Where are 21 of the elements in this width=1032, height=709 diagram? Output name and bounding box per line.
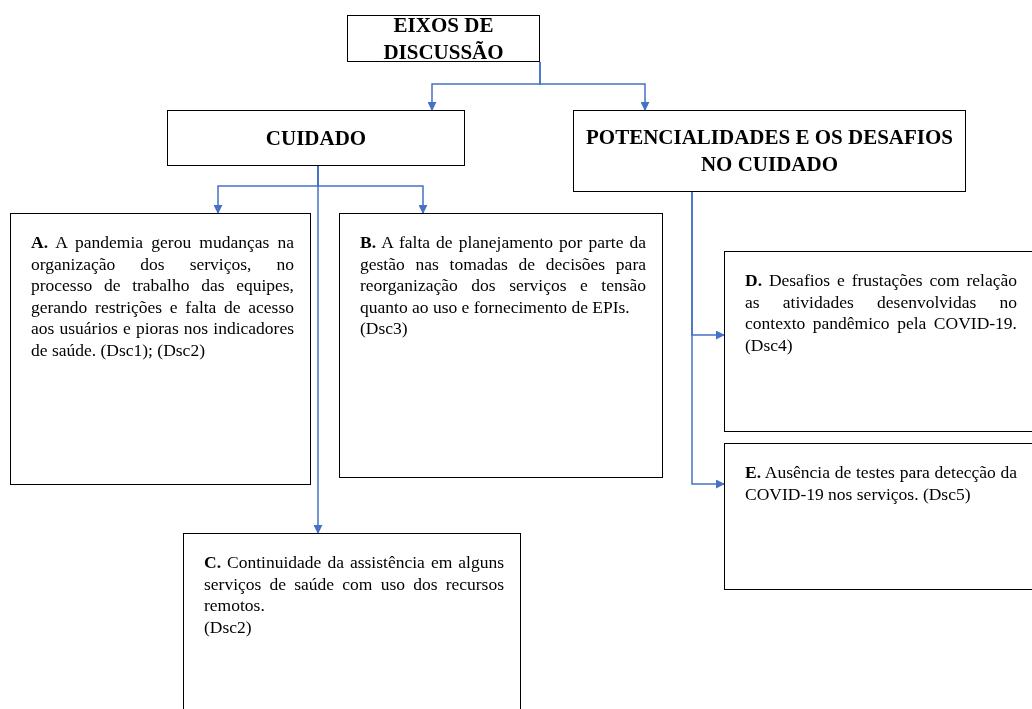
text-box [573,110,966,192]
text-box [183,533,521,709]
text-box [167,110,465,166]
heading: EIXOS DE DISCUSSÃO [382,11,505,66]
text-box [724,443,1032,590]
arrow [539,61,650,111]
arrow [691,191,725,489]
paragraph: E. Ausência de testes para detecção da COVID-19 nos serviços. (Dsc5) [745,462,1017,505]
text-box [724,251,1032,432]
heading: POTENCIALIDADES E OS DESAFIOS NO CUIDADO [585,124,954,178]
paragraph: C. Continuidade da assistência em alguns serviços de saúde com uso dos recursos remotos. [204,552,504,617]
paragraph: (Dsc3) [360,318,409,340]
paragraph: B. A falta de planejamento por parte da gestão nas tomadas de decisões para reorganização dos serviços e tensão quanto ao uso e fornecimento de EPIs. [360,232,646,318]
arrow [313,165,323,534]
text-box [347,15,540,62]
paragraph: A. A pandemia gerou mudanças na organização dos serviços, no processo de trabalho das equipes, gerando restrições e falta de acesso aos usuários e pioras nos indicadores de saúde. (Dsc1); (Dsc2) [31,232,294,361]
paragraph: (Dsc2) [204,616,253,638]
text-box [10,213,311,485]
heading: CUIDADO [265,124,367,152]
paragraph: D. Desafios e frustações com relação as atividades desenvolvidas no contexto pandêmico pela COVID-19. (Dsc4) [745,270,1017,356]
text-box [339,213,663,478]
